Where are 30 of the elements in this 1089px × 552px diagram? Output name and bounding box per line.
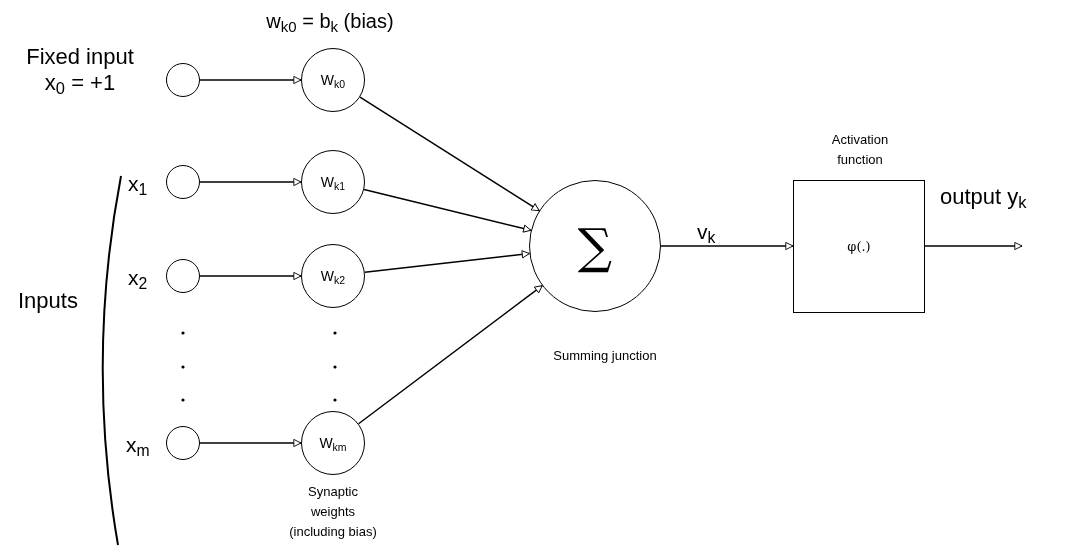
node-label: W$_{k0}$ — [320, 73, 346, 87]
edge-label: v$_{k}$ — [697, 219, 716, 248]
input-node — [166, 165, 200, 199]
input-node — [166, 259, 200, 293]
arrow — [357, 284, 543, 425]
input-caption: Fixed input x$_{0}$ = +1 — [25, 44, 135, 96]
input-node — [166, 63, 200, 97]
edge-label: output y$_{k}$ — [940, 183, 1027, 213]
node-label: W$_{km}$ — [319, 436, 347, 450]
input-label: x$_{2}$ — [128, 265, 149, 294]
weights-caption: Synaptic weights (including bias) — [288, 483, 378, 541]
bias-caption: w$_{k0}$ = b$_{k}$ (bias) — [265, 9, 395, 36]
arrow — [359, 96, 540, 212]
group-label: Inputs — [18, 287, 78, 315]
arrow — [199, 177, 302, 187]
arrow — [199, 438, 302, 448]
junction-caption: Summing junction — [552, 347, 658, 365]
arrow — [660, 241, 794, 251]
arrow — [924, 241, 1023, 251]
input-label: x$_{m}$ — [126, 432, 151, 461]
activation-box — [793, 179, 925, 313]
node-label: W$_{k2}$ — [320, 269, 346, 283]
node-label: φ(.) — [847, 239, 871, 253]
input-label: x$_{1}$ — [128, 171, 149, 200]
activation-caption: Activation function — [830, 131, 890, 169]
arrow — [199, 271, 302, 281]
arrow — [364, 250, 531, 274]
node-label: W$_{k1}$ — [320, 175, 346, 189]
input-node — [166, 426, 200, 460]
arrow — [199, 75, 302, 85]
